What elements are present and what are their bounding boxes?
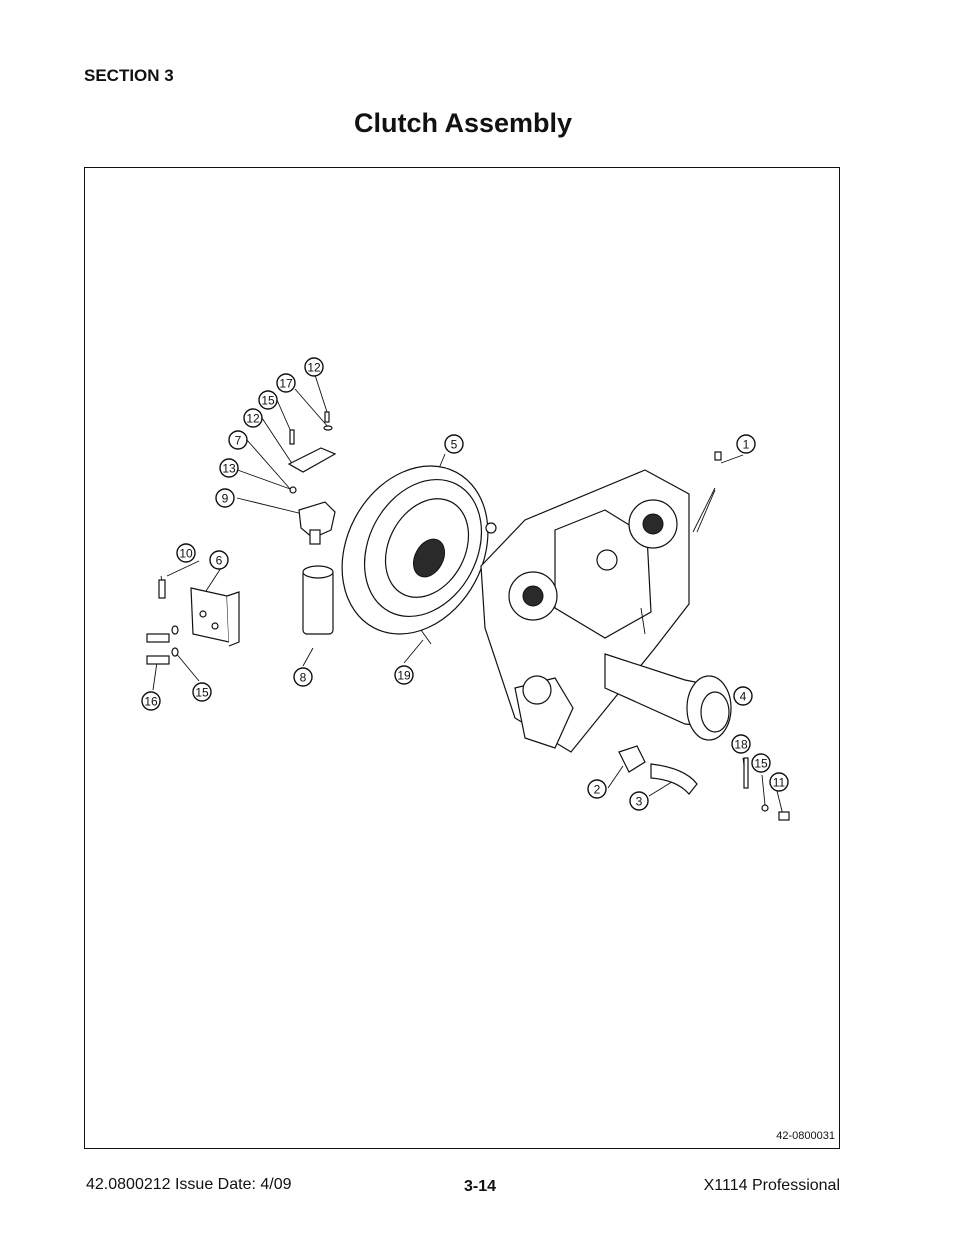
- svg-text:6: 6: [216, 554, 223, 568]
- filter-element: [302, 565, 334, 635]
- svg-text:13: 13: [222, 462, 236, 476]
- callout-3: 3: [629, 791, 649, 811]
- svg-text:12: 12: [307, 361, 321, 375]
- callout-14: 17: [276, 373, 296, 393]
- callout-12-top: 12: [304, 357, 324, 377]
- product-name: X1114 Professional: [703, 1177, 840, 1194]
- svg-text:2: 2: [594, 783, 601, 797]
- svg-text:9: 9: [222, 492, 229, 506]
- callout-11: 11: [769, 772, 789, 792]
- svg-text:15: 15: [261, 394, 275, 408]
- svg-text:10: 10: [179, 547, 193, 561]
- gearbox-housing: [480, 469, 690, 753]
- callout-16: 16: [141, 691, 161, 711]
- svg-text:18: 18: [734, 738, 748, 752]
- svg-text:3: 3: [636, 795, 643, 809]
- callout-6: 6: [209, 550, 229, 570]
- callout-17: 15: [258, 390, 278, 410]
- section-label: SECTION 3: [84, 66, 174, 85]
- callout-9: 9: [215, 488, 235, 508]
- svg-text:8: 8: [300, 671, 307, 685]
- drawing-id: 42-0800031: [776, 1130, 835, 1142]
- callout-8: 8: [293, 667, 313, 687]
- hose-fittings: [618, 451, 790, 821]
- svg-text:19: 19: [397, 669, 411, 683]
- figure-frame: 12 17 15 12 7 13 9 10 6 16 15: [84, 167, 840, 1149]
- clutch-assembly-diagram: 12 17 15 12 7 13 9 10 6 16 15: [141, 357, 790, 821]
- document-info: 42.0800212 Issue Date: 4/09: [86, 1176, 292, 1193]
- callout-18: 18: [731, 734, 751, 754]
- callout-13: 13: [219, 458, 239, 478]
- callout-15-left: 15: [192, 682, 212, 702]
- svg-text:5: 5: [451, 438, 458, 452]
- bracket-parts: [146, 575, 240, 665]
- svg-text:17: 17: [279, 377, 293, 391]
- callout-19: 19: [394, 665, 414, 685]
- svg-text:7: 7: [235, 434, 242, 448]
- callout-4: 4: [733, 686, 753, 706]
- svg-text:15: 15: [754, 757, 768, 771]
- page-number: 3-14: [463, 1178, 497, 1195]
- svg-text:16: 16: [144, 695, 158, 709]
- coupling-disc: [341, 465, 489, 645]
- svg-text:11: 11: [773, 776, 786, 790]
- svg-text:4: 4: [740, 690, 747, 704]
- callout-2: 2: [587, 779, 607, 799]
- filter-head-parts: [287, 411, 337, 545]
- output-shaft: [604, 653, 732, 741]
- callout-15-right: 15: [751, 753, 771, 773]
- callout-1: 1: [736, 434, 756, 454]
- callout-12: 12: [243, 408, 263, 428]
- callout-7: 7: [228, 430, 248, 450]
- svg-text:12: 12: [246, 412, 260, 426]
- callout-5: 5: [444, 434, 464, 454]
- page-title: Clutch Assembly: [353, 108, 573, 138]
- svg-text:1: 1: [743, 438, 750, 452]
- callout-10: 10: [176, 543, 196, 563]
- svg-text:15: 15: [195, 686, 209, 700]
